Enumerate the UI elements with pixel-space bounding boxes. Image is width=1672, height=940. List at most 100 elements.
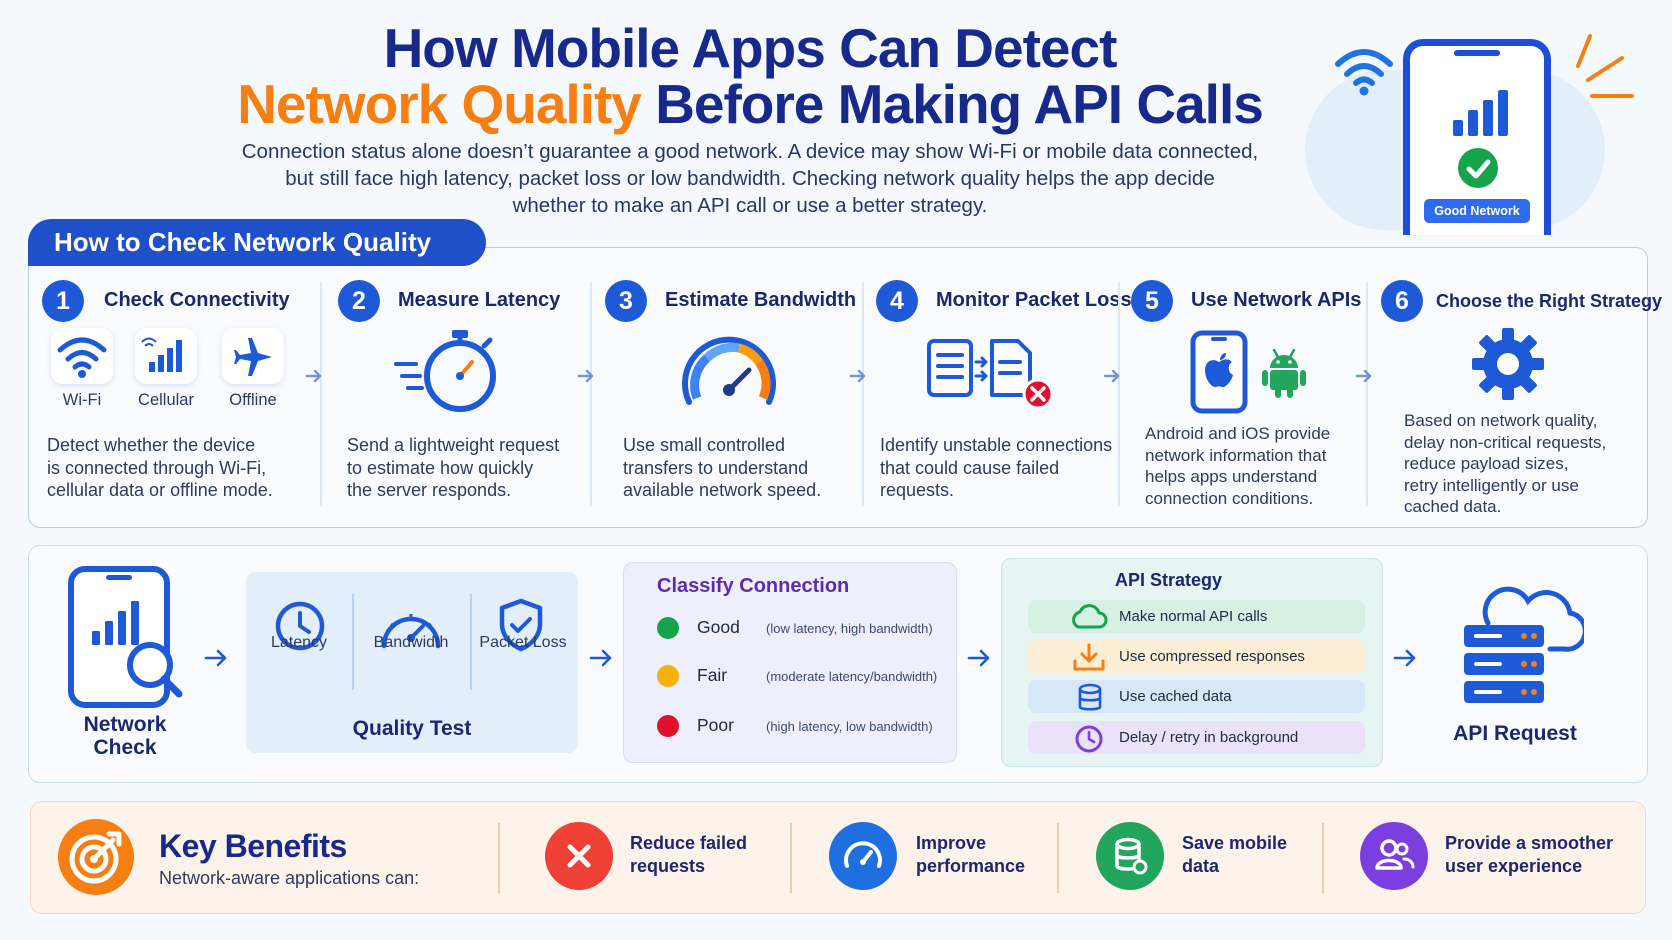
classify-name: Good xyxy=(697,617,740,637)
cellular-card xyxy=(135,328,197,384)
step-description: Detect whether the device is connected t… xyxy=(47,434,273,502)
hero-phone: Good Network xyxy=(1403,39,1551,235)
android-icon xyxy=(1262,348,1306,398)
classify-note: (high latency, low bandwidth) xyxy=(766,719,933,734)
arrow-right-icon xyxy=(967,649,990,667)
api-strategy-box: API Strategy Make normal API calls Use c… xyxy=(1001,558,1383,767)
desc-line: Use small controlled xyxy=(623,435,786,455)
desc-line: available network speed. xyxy=(623,480,822,500)
step-divider xyxy=(1118,282,1120,506)
step-title: Measure Latency xyxy=(398,289,561,311)
benefit-divider xyxy=(1057,823,1059,893)
qt-divider xyxy=(470,594,472,690)
desc-line: network information that xyxy=(1145,445,1327,465)
step-divider xyxy=(862,282,864,506)
step-divider xyxy=(320,282,322,506)
desc-line: retry intelligently or use xyxy=(1404,475,1579,495)
page-title-line1: How Mobile Apps Can Detect xyxy=(383,17,1118,79)
step-title: Use Network APIs xyxy=(1191,289,1362,311)
strategy-cached: Use cached data xyxy=(1028,680,1365,713)
benefit-line: user experience xyxy=(1445,856,1583,876)
arrow-right-icon xyxy=(1393,649,1416,667)
database-icon xyxy=(1096,822,1164,890)
packet-loss-label: Packet Loss xyxy=(479,634,567,651)
phone-notch xyxy=(1454,50,1500,56)
api-strategy-title: API Strategy xyxy=(1114,570,1223,590)
classify-connection-box: Classify Connection Good (low latency, h… xyxy=(623,562,957,763)
classify-name: Fair xyxy=(697,665,728,685)
strategy-compressed: Use compressed responses xyxy=(1028,640,1365,673)
classify-note: (moderate latency/bandwidth) xyxy=(766,669,938,684)
desc-line: helps apps understand xyxy=(1145,467,1318,486)
gear-icon xyxy=(1472,328,1544,400)
wifi-icon xyxy=(1335,49,1393,96)
arrow-right-icon xyxy=(849,369,866,383)
benefit-line: Improve xyxy=(916,833,987,853)
benefit-improve-performance: Improve performance xyxy=(916,832,1025,878)
classify-row-poor: Poor (high latency, low bandwidth) xyxy=(657,713,947,739)
benefit-line: Provide a smoother xyxy=(1445,833,1614,853)
close-icon xyxy=(545,822,613,890)
arrow-right-icon xyxy=(577,369,594,383)
benefit-divider xyxy=(1322,823,1324,893)
latency-label: Latency xyxy=(270,634,328,651)
page-title-line2: Network Quality Before Making API Calls xyxy=(0,72,1500,136)
cellular-icon xyxy=(141,337,182,372)
benefit-line: performance xyxy=(916,856,1026,876)
step-description: Identify unstable connections that could… xyxy=(880,434,1112,502)
step-title: Monitor Packet Loss xyxy=(936,289,1132,311)
step-description: Based on network quality, delay non-crit… xyxy=(1404,410,1606,518)
key-benefits-subtitle: Network-aware applications can: xyxy=(159,868,420,888)
server-cloud-icon xyxy=(1464,586,1584,703)
step-number: 4 xyxy=(876,280,918,322)
benefit-divider xyxy=(498,823,500,893)
title-highlight: Network Quality xyxy=(237,73,642,135)
label-line: Check xyxy=(93,736,157,759)
strategy-text: Make normal API calls xyxy=(1119,608,1268,625)
speedometer-icon xyxy=(381,614,441,649)
desc-line: to estimate how quickly xyxy=(347,457,534,478)
step-number: 6 xyxy=(1381,280,1423,322)
quality-test-box: Latency Bandwidth Packet Loss Quality Te… xyxy=(246,572,578,753)
benefit-line: data xyxy=(1182,856,1220,876)
steps-panel xyxy=(28,247,1648,528)
desc-line: delay non-critical requests, xyxy=(1404,432,1607,452)
benefit-divider xyxy=(790,823,792,893)
clock-icon xyxy=(1075,725,1103,753)
desc-line: Send a lightweight request xyxy=(347,435,560,455)
packet-loss-icon xyxy=(927,339,1054,410)
bandwidth-label: Bandwidth xyxy=(373,634,449,651)
qt-divider xyxy=(352,594,354,690)
good-network-badge: Good Network xyxy=(1424,199,1530,223)
benefit-line: Save mobile xyxy=(1182,833,1288,853)
arrow-right-icon xyxy=(305,369,322,383)
desc-line: transfers to understand xyxy=(623,457,809,478)
classify-note: (low latency, high bandwidth) xyxy=(766,621,933,636)
desc-line: Android and iOS provide xyxy=(1145,424,1331,443)
network-check-label: Network Check xyxy=(60,713,190,759)
signal-bars-icon xyxy=(1453,90,1508,136)
wifi-icon xyxy=(57,337,107,378)
strategy-text: Use cached data xyxy=(1119,688,1232,705)
step-title: Choose the Right Strategy xyxy=(1436,291,1663,311)
stopwatch-icon xyxy=(394,330,496,412)
benefit-save-data: Save mobile data xyxy=(1182,832,1287,878)
desc-line: connection conditions. xyxy=(1145,488,1314,508)
cellular-label: Cellular xyxy=(138,391,194,409)
desc-line: requests. xyxy=(880,480,955,500)
step-description: Send a lightweight request to estimate h… xyxy=(347,434,559,502)
offline-card xyxy=(222,328,284,384)
arrow-right-icon xyxy=(204,649,227,667)
desc-line: cellular data or offline mode. xyxy=(47,480,273,500)
desc-line: that could cause failed xyxy=(880,457,1060,478)
desc-line: Identify unstable connections xyxy=(880,435,1113,455)
step-number: 5 xyxy=(1131,280,1173,322)
users-icon xyxy=(1360,822,1428,890)
desc-line: cached data. xyxy=(1404,497,1502,516)
offline-label: Offline xyxy=(229,391,277,409)
benefit-reduce-failed: Reduce failed requests xyxy=(630,832,747,878)
wifi-label: Wi-Fi xyxy=(62,391,102,409)
classify-name: Poor xyxy=(697,715,734,735)
ios-phone-icon xyxy=(1190,330,1248,414)
target-icon xyxy=(58,819,134,895)
